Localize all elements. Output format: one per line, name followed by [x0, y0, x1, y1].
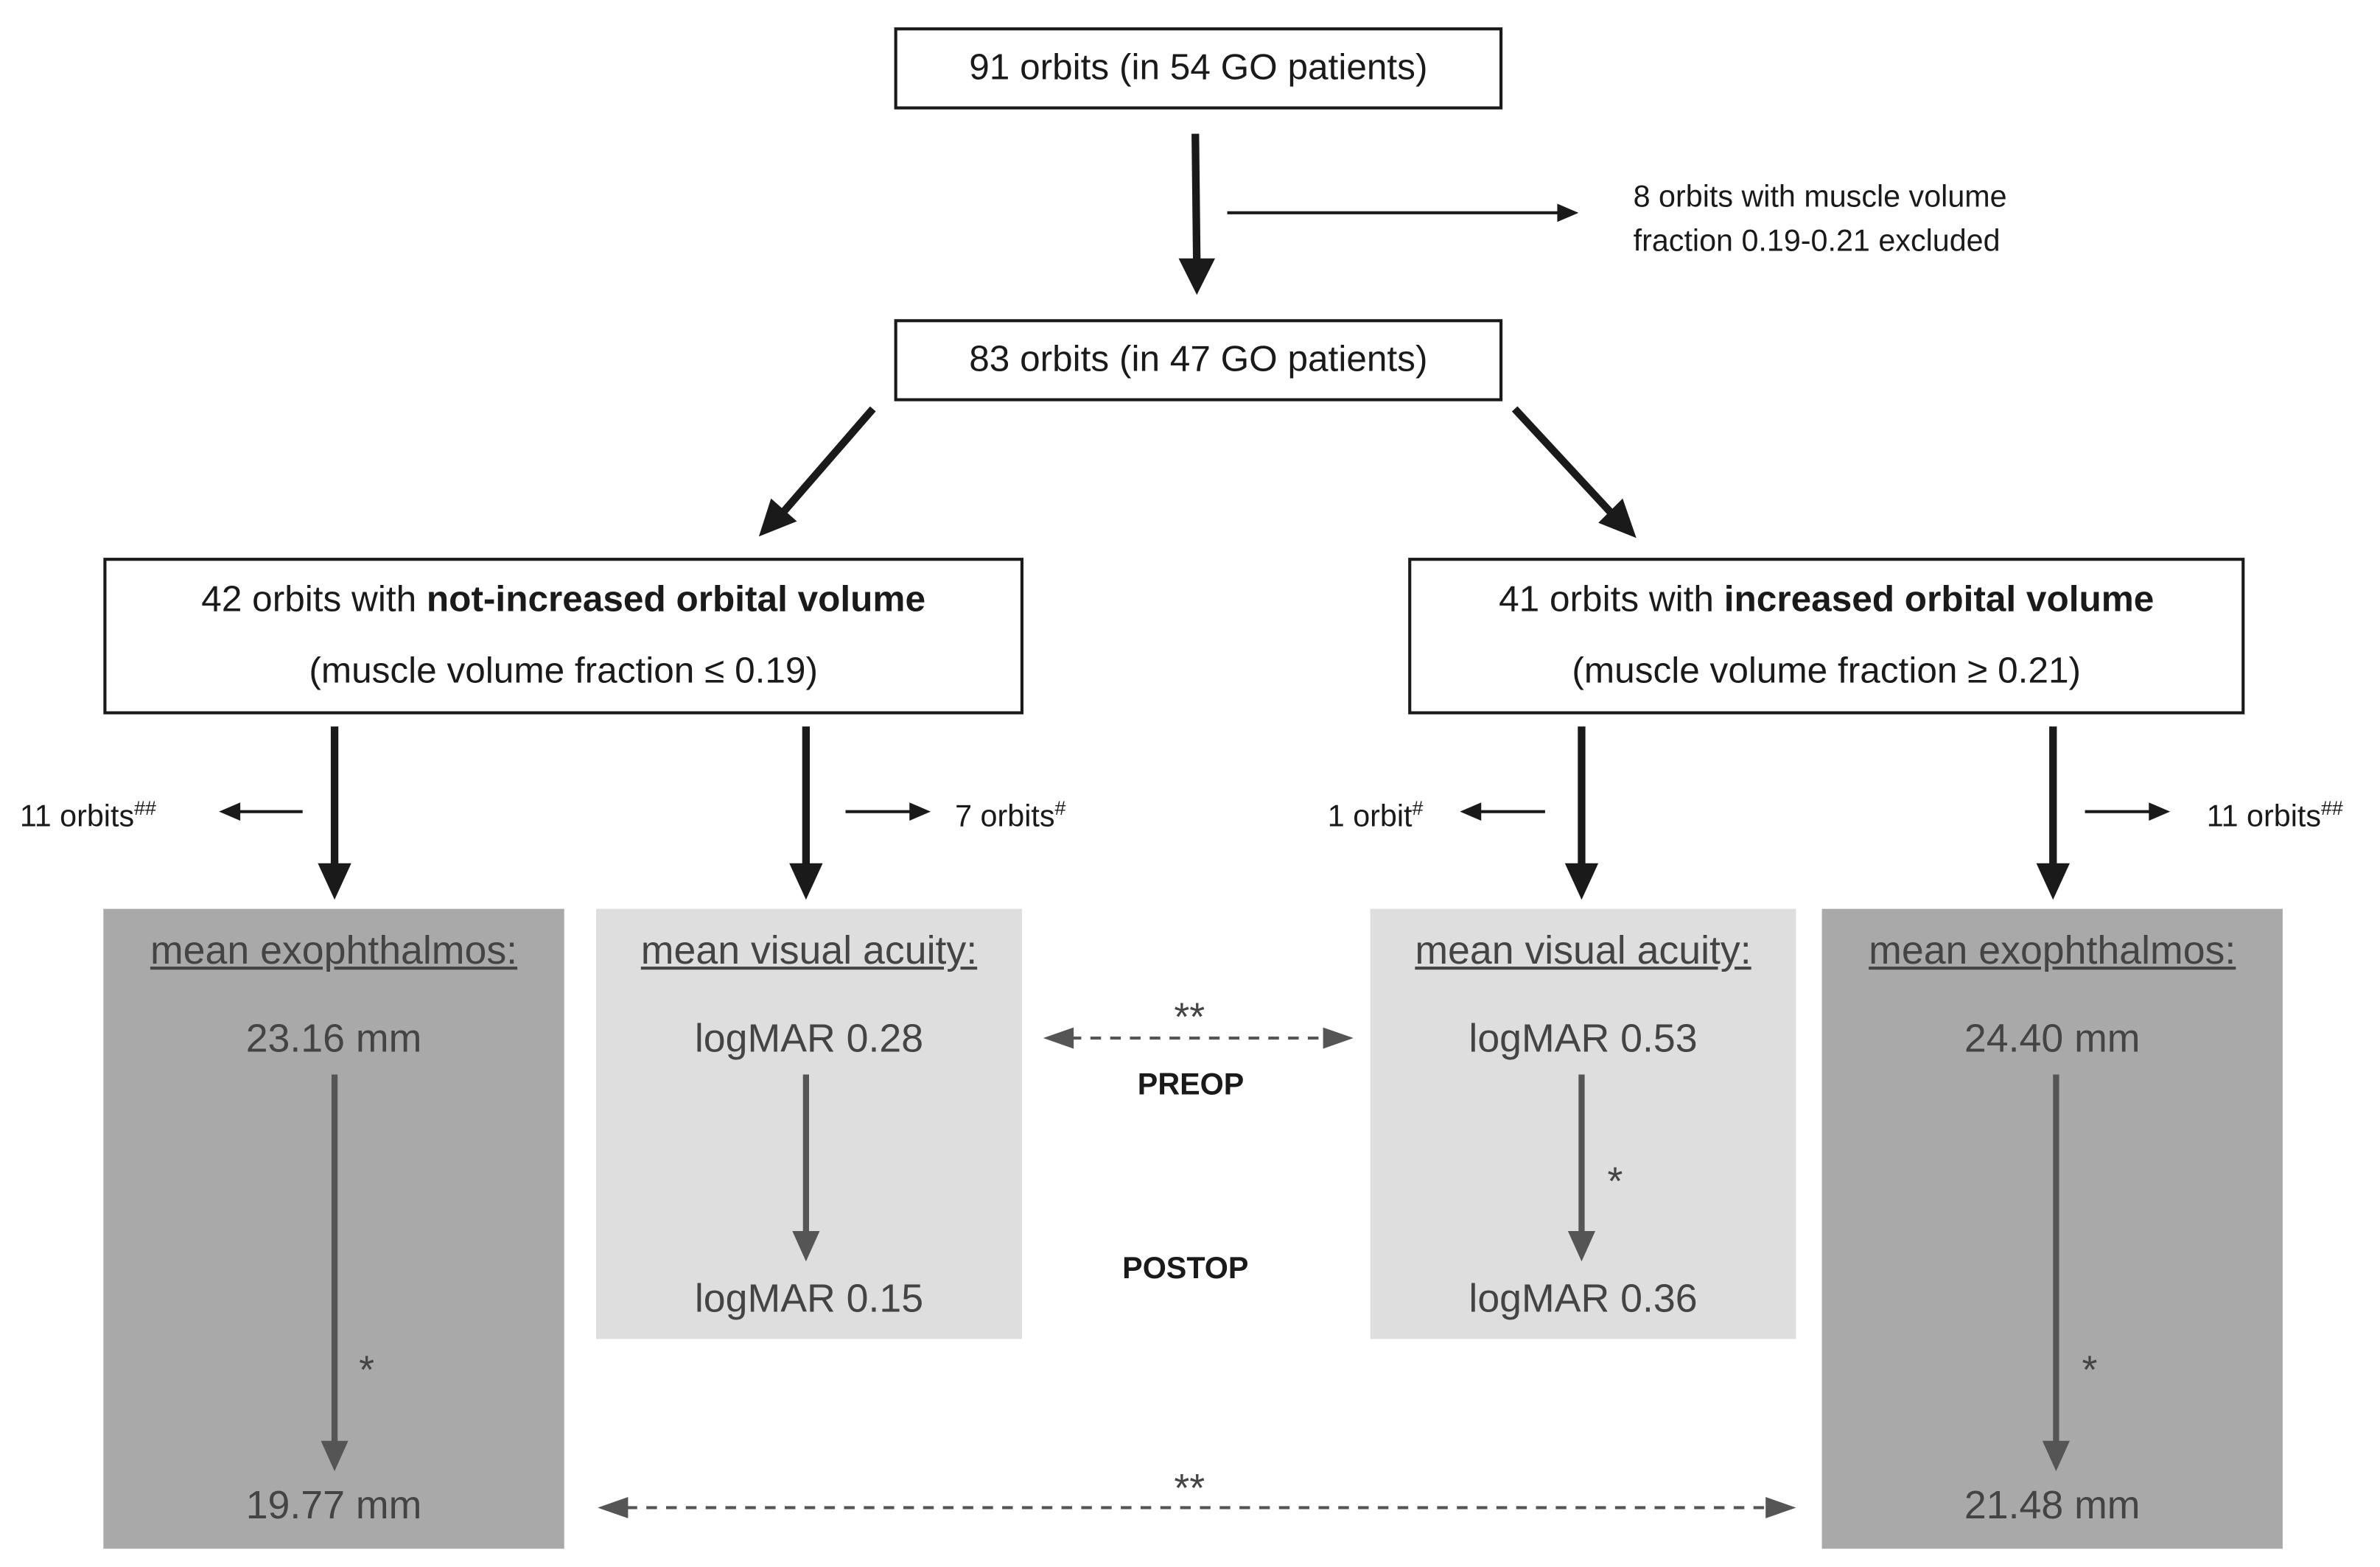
right-mid-mark: #: [1412, 796, 1424, 819]
far-right-mark: ##: [2320, 796, 2343, 819]
far-right-excluded-label: 11 orbits##: [2207, 796, 2343, 835]
left-group-prefix: 42 orbits with: [201, 579, 427, 620]
excluded-note: 8 orbits with muscle volume fraction 0.1…: [1634, 176, 2007, 264]
far-left-mark: ##: [134, 796, 156, 819]
left-va-pre: logMAR 0.28: [694, 1015, 924, 1061]
far-right-count: 11 orbits: [2206, 800, 2321, 834]
left-group-title: 42 orbits with not-increased orbital vol…: [106, 578, 1020, 623]
left-group-box: 42 orbits with not-increased orbital vol…: [103, 558, 1024, 715]
right-group-prefix: 41 orbits with: [1499, 579, 1724, 620]
postop-label: POSTOP: [1122, 1252, 1249, 1286]
left-exo-significance: *: [359, 1346, 374, 1392]
left-va-post: logMAR 0.15: [694, 1275, 924, 1321]
arrow-head: [318, 863, 351, 900]
exo-between-significance: **: [1174, 1465, 1205, 1511]
arrow-head: [758, 498, 797, 537]
top-box-label: 91 orbits (in 54 GO patients): [969, 46, 1428, 88]
arrow-head: [789, 863, 823, 900]
right-exophthalmos-panel: mean exophthalmos: 24.40 mm 21.48 mm: [1821, 908, 2283, 1549]
right-mid-excluded-label: 1 orbit#: [1328, 796, 1424, 835]
arrow-head: [1460, 802, 1482, 821]
left-va-title: mean visual acuity:: [640, 927, 978, 973]
right-group-sub: (muscle volume fraction ≥ 0.21): [1572, 650, 2082, 692]
arrow-head: [1765, 1497, 1796, 1518]
arrow-head: [321, 1440, 349, 1471]
arrow-head: [2042, 1440, 2070, 1471]
arrow-head: [1564, 863, 1599, 900]
arrow-head: [909, 802, 931, 821]
arrow-middle-to-right: [1511, 406, 1614, 515]
right-exo-pre: 24.40 mm: [1964, 1015, 2141, 1061]
right-va-significance: *: [1607, 1158, 1623, 1204]
va-between-significance: **: [1174, 994, 1205, 1040]
arrow-head: [792, 1231, 820, 1262]
middle-box: 83 orbits (in 47 GO patients): [894, 319, 1503, 402]
arrow-head: [1323, 1027, 1354, 1049]
excluded-line-1: 8 orbits with muscle volume: [1633, 180, 2007, 214]
excluded-line-2: fraction 0.19-0.21 excluded: [1633, 225, 2001, 259]
left-exo-post: 19.77 mm: [245, 1482, 422, 1528]
right-va-title: mean visual acuity:: [1415, 927, 1751, 973]
arrow-head: [1557, 203, 1579, 222]
arrow-head: [1178, 258, 1216, 295]
far-left-count: 11 orbits: [19, 800, 135, 834]
left-mid-mark: #: [1054, 796, 1066, 819]
left-mid-excluded-label: 7 orbits#: [955, 796, 1065, 835]
left-exo-title: mean exophthalmos:: [150, 927, 518, 973]
right-visual-acuity-panel: mean visual acuity: logMAR 0.53 logMAR 0…: [1370, 908, 1796, 1339]
arrow-middle-to-left: [780, 406, 876, 515]
left-exo-pre: 23.16 mm: [245, 1015, 422, 1061]
right-va-post: logMAR 0.36: [1469, 1275, 1698, 1321]
arrow-top-to-middle: [1191, 133, 1201, 268]
arrow-head: [2149, 802, 2171, 821]
exclusion-arrows: [219, 203, 2171, 821]
preop-label: PREOP: [1137, 1068, 1245, 1102]
right-group-box: 41 orbits with increased orbital volume …: [1408, 558, 2245, 715]
left-mid-count: 7 orbits: [955, 800, 1055, 834]
arrow-head: [219, 802, 241, 821]
arrow-head: [598, 1497, 629, 1518]
arrow-head: [1043, 1027, 1074, 1049]
far-left-excluded-label: 11 orbits##: [20, 796, 156, 835]
top-box: 91 orbits (in 54 GO patients): [894, 27, 1503, 110]
right-exo-significance: *: [2082, 1346, 2098, 1392]
left-group-sub: (muscle volume fraction ≤ 0.19): [309, 650, 818, 692]
right-mid-count: 1 orbit: [1327, 800, 1413, 834]
arrow-head: [1598, 498, 1637, 539]
main-arrows: [318, 133, 2070, 900]
left-visual-acuity-panel: mean visual acuity: logMAR 0.28 logMAR 0…: [596, 908, 1022, 1339]
right-exo-post: 21.48 mm: [1964, 1482, 2141, 1528]
right-group-title: 41 orbits with increased orbital volume: [1411, 578, 2241, 623]
right-va-pre: logMAR 0.53: [1469, 1015, 1698, 1061]
arrow-head: [2036, 863, 2070, 900]
left-group-bold: not-increased orbital volume: [426, 579, 926, 620]
right-exo-title: mean exophthalmos:: [1869, 927, 2236, 973]
arrow-head: [1567, 1231, 1596, 1262]
right-group-bold: increased orbital volume: [1723, 579, 2155, 620]
middle-box-label: 83 orbits (in 47 GO patients): [969, 339, 1428, 380]
